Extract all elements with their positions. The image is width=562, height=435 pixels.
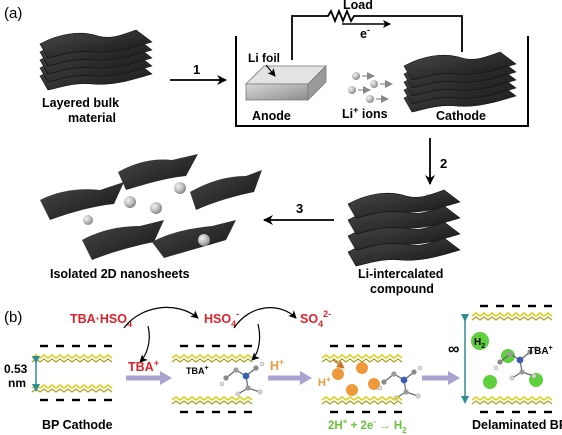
- reaction-arrow-1-branch: [139, 325, 150, 363]
- step-1-label: 1: [193, 62, 200, 77]
- bulk-material-label-line1: Layered bulk: [42, 96, 119, 110]
- cathode-layered-stack: [403, 51, 517, 113]
- proton-label: H+: [270, 357, 284, 373]
- tba-intercalated-illustration: [171, 344, 265, 414]
- spacing-unit-label: nm: [8, 376, 26, 390]
- hydrogen-gas-label: H2: [474, 337, 485, 350]
- tba-molecule-label: TBA+: [186, 365, 209, 376]
- cathode-label: Cathode: [436, 109, 486, 123]
- li-intercalated-compound-illustration: [347, 189, 461, 267]
- layered-bulk-material-illustration: [39, 29, 153, 91]
- li-foil-pointer: [265, 64, 276, 77]
- proton-label-2: H+: [318, 375, 331, 389]
- step-2-label: 2: [440, 156, 447, 171]
- li-intercalated-label-line2: compound: [370, 282, 434, 296]
- isolated-nanosheets-label: Isolated 2D nanosheets: [50, 267, 190, 281]
- electron-label: e-: [360, 25, 370, 41]
- bp-cathode-label: BP Cathode: [42, 418, 113, 432]
- li-foil-anode: [245, 65, 327, 101]
- proton-pointer: [332, 359, 345, 369]
- infinity-spacing-label: ∞: [448, 341, 459, 358]
- li-foil-label: Li foil: [248, 51, 280, 65]
- li-intercalated-label-line1: Li-intercalated: [358, 267, 443, 281]
- isolated-nanosheets-illustration: [40, 154, 262, 260]
- step-3-label: 3: [296, 201, 303, 216]
- delaminated-bp-label: Delaminated BP: [472, 418, 562, 432]
- proton-intercalation-illustration: [321, 344, 423, 414]
- reaction-arrow-2: [233, 307, 297, 329]
- bulk-material-label-line2: material: [68, 111, 116, 125]
- bp-cathode-illustration: [31, 344, 114, 402]
- tba-right-label: TBA+: [528, 345, 553, 357]
- tba-insertion-arrowhead: [160, 371, 172, 385]
- external-circuit-wire: [291, 8, 463, 60]
- proton-arrowhead: [300, 371, 312, 385]
- reaction-arrow-1: [123, 306, 199, 329]
- li-ions-illustration: [348, 72, 393, 103]
- reaction-arrow-2-branch: [251, 323, 261, 361]
- tba-cation-label: TBA+: [128, 358, 159, 374]
- so4-anion-label: SO42-: [300, 309, 331, 329]
- li-ions-label: Li+ ions: [342, 105, 388, 121]
- hso4-anion-label: HSO4-: [204, 309, 239, 329]
- load-label: Load: [343, 0, 373, 12]
- spacing-value-label: 0.53: [4, 362, 28, 376]
- panel-b-label: (b): [4, 309, 22, 326]
- electrochemical-cell: [235, 36, 529, 127]
- panel-a-label: (a): [4, 5, 22, 22]
- hydrogen-evolution-equation: 2H+ + 2e- → H2: [328, 417, 407, 435]
- delamination-arrowhead: [448, 371, 460, 385]
- delaminated-bp-illustration: [471, 304, 554, 414]
- anode-label: Anode: [252, 109, 291, 123]
- tba-hso4-reagent-label: TBA·HSO4: [70, 312, 132, 329]
